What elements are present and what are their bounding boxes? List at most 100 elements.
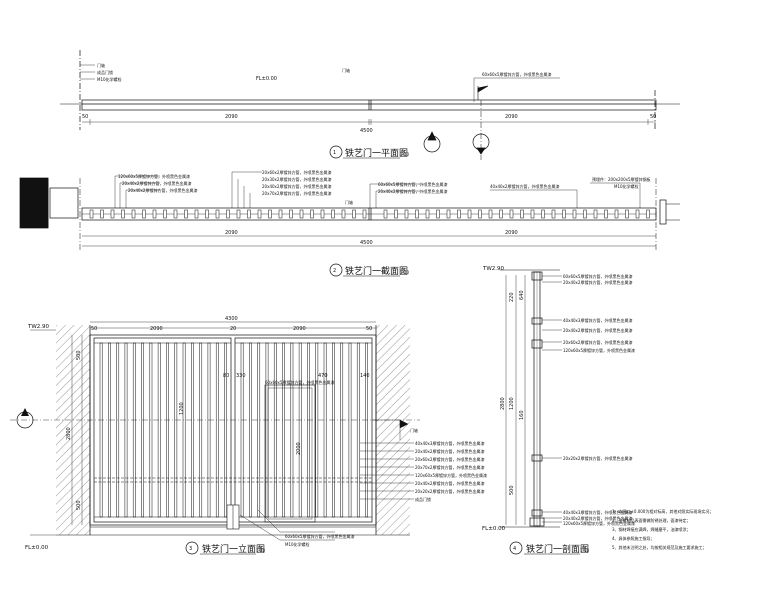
- section-bar: [562, 209, 566, 219]
- elevation-bar: [323, 342, 327, 518]
- section-bar: [173, 209, 178, 219]
- el-dim-140: 140: [360, 373, 370, 379]
- sv-title: 铁艺门一剖面图: [526, 543, 589, 555]
- section-bar: [310, 209, 314, 219]
- el-dim-500b: 500: [76, 500, 82, 510]
- sh-spec-8: 60x60x5厚镀锌方管，外喷黑色金属漆: [378, 181, 447, 187]
- plan-dim-total: 4500: [360, 128, 373, 134]
- section-bar: [341, 209, 346, 219]
- sv-spec-10: 120x60x5厚镀锌方管，外喷黑色金属漆: [563, 520, 635, 526]
- section-bar: [541, 209, 545, 219]
- elevation-bar: [348, 342, 352, 518]
- sh-spec-4: 20x60x2厚镀锌方管，外喷黑色金属漆: [262, 169, 331, 175]
- plan-center-note: 门轴: [342, 67, 350, 73]
- plan-dim-leaf-left: 2090: [225, 114, 238, 120]
- elevation-bar: [207, 342, 211, 518]
- section-bar: [446, 209, 451, 219]
- section-bar: [142, 209, 146, 219]
- el-spec-7: 20x20x2厚镀锌方管，外喷黑色金属漆: [415, 488, 484, 494]
- sh-spec-7: 20x70x2厚镀锌方管，外喷黑色金属漆: [262, 190, 331, 196]
- plan-note-2: 成品门锁: [97, 69, 113, 75]
- sh-spec-1: 120x60x5厚镀锌方管，外喷黑色金属漆: [118, 173, 190, 179]
- elevation-bar: [249, 342, 252, 518]
- el-spec-8: 成品门锁: [415, 496, 431, 502]
- section-bar: [152, 209, 157, 219]
- plan-dim-leaf-right: 2090: [505, 114, 518, 120]
- section-bar: [625, 209, 629, 219]
- section-h-leaders: [114, 171, 641, 208]
- plan-scale: 1:10: [400, 152, 409, 157]
- sh-dim-total: 4500: [360, 240, 373, 246]
- note-2: 2、金属制品表面需做防锈处理，面漆待定；: [612, 517, 691, 523]
- sh-dim-right: 2090: [505, 230, 518, 236]
- sv-spec-8: 40x40x3厚镀锌方管，外喷黑色金属漆: [563, 509, 632, 515]
- sh-num: 2: [333, 268, 336, 274]
- elevation-leaders: [239, 442, 414, 541]
- sh-title: 铁艺门一截面图: [345, 265, 408, 277]
- elevation-bar: [99, 342, 103, 518]
- section-h-view: [19, 177, 680, 250]
- elevation-bar: [315, 342, 319, 518]
- sv-dim-1200: 1200: [509, 397, 515, 410]
- el-dim-edge-r: 50: [366, 326, 372, 332]
- sv-spec-7: 20x20x2厚镀锌方管，外喷黑色金属漆: [563, 455, 632, 461]
- elevation-bar: [282, 342, 285, 518]
- plan-level-marker: FL±0.00: [256, 76, 277, 82]
- el-dim-2000: 2000: [296, 442, 302, 455]
- section-bar: [121, 209, 125, 219]
- section-bar: [593, 209, 598, 219]
- notes-block: 1、本图以±0.000为相对标高，其他对照实际现场实况； 2、金属制品表面需做防…: [612, 508, 713, 550]
- note-4: 4、具体参照施工指导；: [612, 535, 655, 541]
- el-title: 铁艺门一立面图: [202, 543, 265, 555]
- section-bar: [131, 209, 136, 219]
- el-dim-330: 330: [236, 373, 246, 379]
- sv-scale: 1:10: [580, 548, 589, 553]
- plan-dim-edge-left: 50: [82, 114, 88, 120]
- el-spec-3: 20x60x2厚镀锌方管，外喷黑色金属漆: [415, 456, 484, 462]
- section-bar: [488, 209, 493, 219]
- elevation-bar: [191, 342, 194, 518]
- el-level-floor: FL±0.00: [25, 545, 49, 551]
- el-dim-height: 2800: [66, 427, 72, 440]
- section-bar: [583, 209, 587, 219]
- sv-dim-160: 160: [519, 410, 525, 420]
- sh-dim-left: 2090: [225, 230, 238, 236]
- elevation-bar: [149, 342, 153, 518]
- el-spec-2: 20x40x2厚镀锌方管，外喷黑色金属漆: [415, 448, 484, 454]
- section-bar: [299, 209, 304, 219]
- sh-spec-3: 20x40x2厚镀锌方管，外喷黑色金属漆: [128, 187, 197, 193]
- section-bar: [352, 209, 356, 219]
- note-3: 3、钢材焊接应满焊，焊缝磨平，油漆喷涂；: [612, 526, 691, 532]
- section-bar: [509, 209, 514, 219]
- elevation-bar: [132, 342, 136, 518]
- section-bar: [268, 209, 272, 219]
- sh-spec-12: M10化学螺栓: [614, 183, 639, 189]
- el-spec-5: 120x60x5厚镀锌方管，外喷黑色金属漆: [415, 472, 487, 478]
- sv-level-top: TW2.90: [482, 266, 505, 272]
- section-bar: [247, 209, 251, 219]
- el-note-door: 门轴: [410, 427, 418, 433]
- section-bar: [215, 209, 220, 219]
- elevation-bar: [298, 342, 302, 518]
- el-dim-1200: 1200: [179, 402, 185, 415]
- elevation-bar: [166, 342, 169, 518]
- el-dim-80: 80: [223, 373, 229, 379]
- section-bar: [457, 209, 461, 219]
- section-bar: [635, 209, 640, 219]
- note-1: 1、本图以±0.000为相对标高，其他对照实际现场实况；: [612, 508, 713, 514]
- sv-spec-2: 20x40x2厚镀锌方管，外喷黑色金属漆: [563, 279, 632, 285]
- elevation-bar: [174, 342, 178, 518]
- section-bar: [257, 209, 262, 219]
- sh-spec-10: 40x40x2厚镀锌方管，外喷黑色金属漆: [490, 183, 559, 189]
- el-spec-1: 40x40x3厚镀锌方管，外喷黑色金属漆: [415, 440, 484, 446]
- elevation-bar: [265, 342, 269, 518]
- sv-spec-1: 60x60x5厚镀锌方管，外喷黑色金属漆: [563, 273, 632, 279]
- section-bar: [478, 209, 482, 219]
- section-bar: [383, 209, 388, 219]
- sv-dim-height: 2800: [500, 397, 506, 410]
- plan-dim-edge-right: 50: [650, 114, 656, 120]
- elevation-bar: [307, 342, 310, 518]
- elevation-bar: [365, 342, 368, 518]
- section-v-view: [500, 269, 560, 528]
- el-spec-4: 20x70x2厚镀锌方管，外喷黑色金属漆: [415, 464, 484, 470]
